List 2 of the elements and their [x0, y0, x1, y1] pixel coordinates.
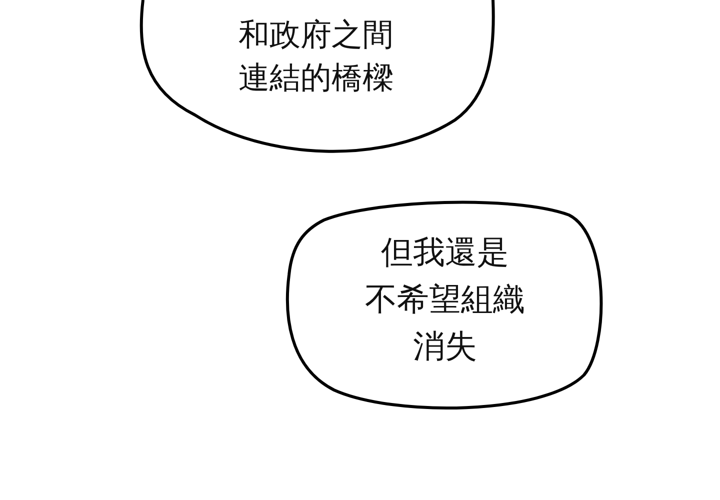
speech-text: 但我還是不希望組織消失 — [364, 232, 526, 367]
speech-text: 和政府之間連結的橋樑 — [238, 16, 394, 98]
